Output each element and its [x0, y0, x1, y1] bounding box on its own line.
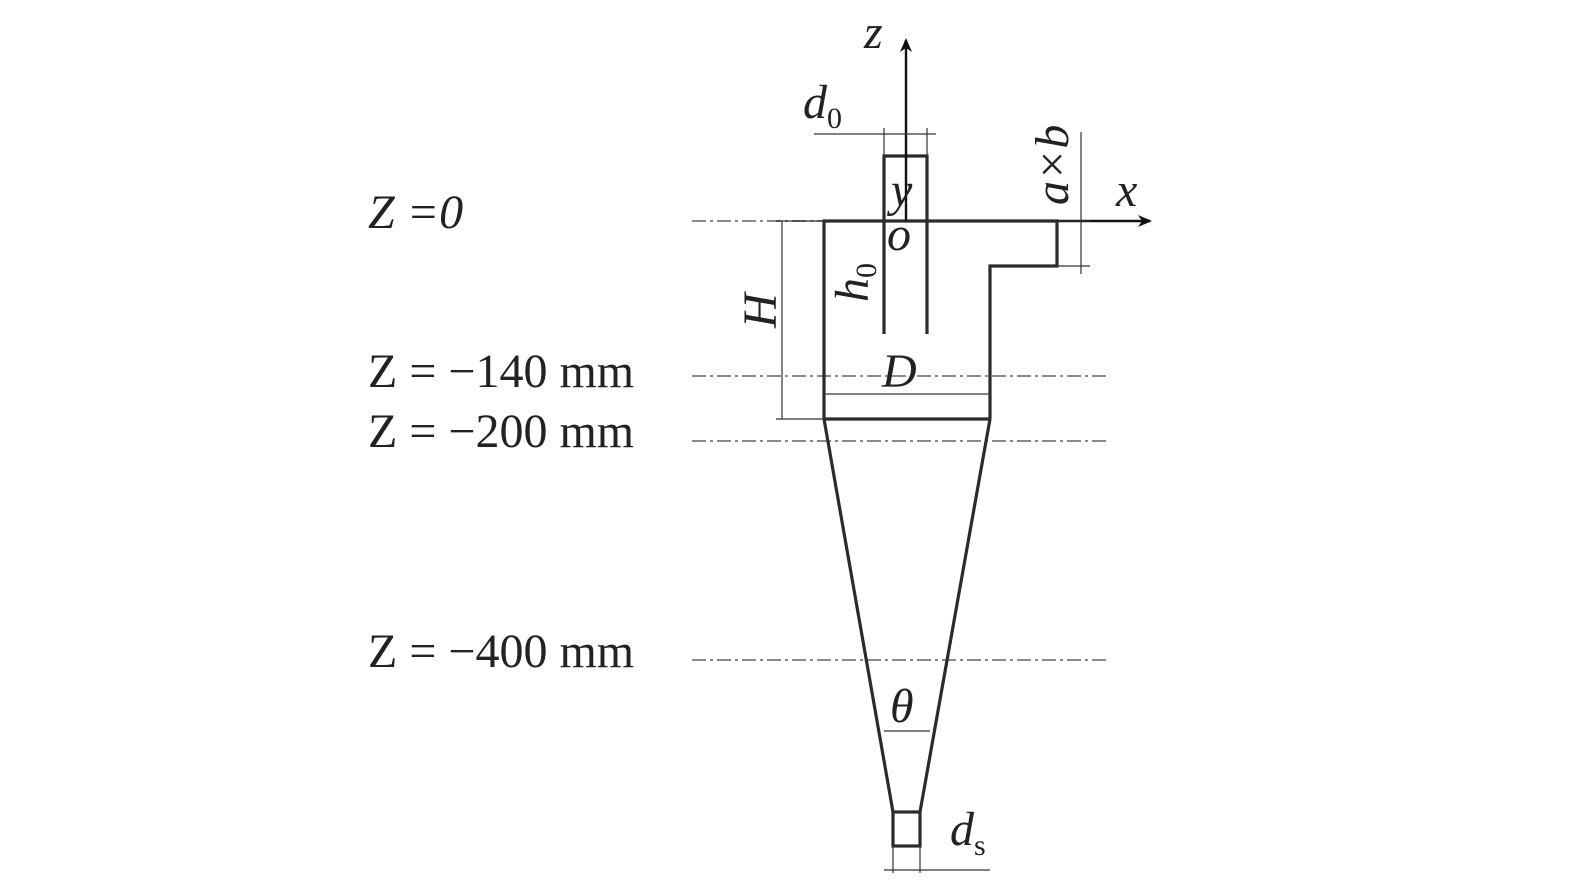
- D-label: D: [881, 345, 917, 398]
- y-axis-label: y: [886, 164, 913, 217]
- origin-label: o: [887, 208, 911, 261]
- z-axis-label: z: [863, 6, 883, 59]
- level-label-z200: Z = −200 mm: [368, 405, 634, 458]
- h0-label: h0: [826, 263, 883, 302]
- cylinder-body-outline: [822, 219, 1059, 419]
- inlet-size-label: a×b: [1026, 125, 1079, 205]
- theta-label: θ: [890, 680, 914, 733]
- ds-label: ds: [950, 803, 986, 862]
- cone-left-wall: [822, 418, 895, 813]
- level-label-z140: Z = −140 mm: [368, 345, 634, 398]
- cone-right-wall: [918, 418, 992, 813]
- H-label: H: [734, 291, 787, 329]
- spigot-outlet: [891, 810, 922, 848]
- level-label-z400: Z = −400 mm: [368, 625, 634, 678]
- d0-label: d0: [803, 76, 842, 135]
- level-label-z0: Z =0: [368, 186, 463, 239]
- x-axis-label: x: [1115, 164, 1137, 217]
